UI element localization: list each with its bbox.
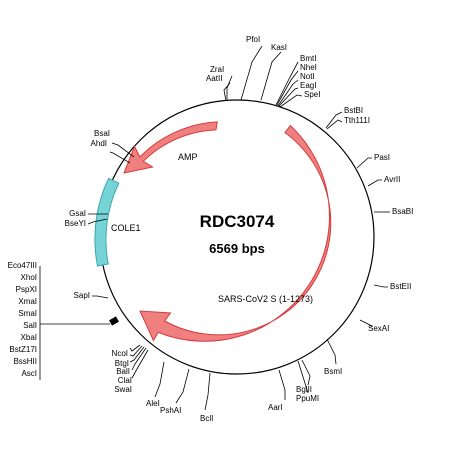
bali-leader (129, 346, 145, 363)
site-bsteii[interactable]: BstEII (390, 282, 411, 291)
ncoi-leader (129, 344, 141, 352)
btgi-leader (129, 345, 143, 357)
avrii-leader (367, 179, 382, 187)
site-bsabi[interactable]: BsaBI (392, 207, 413, 216)
eagi-leader (278, 87, 299, 107)
site-avrii[interactable]: AvrII (384, 175, 400, 184)
site-btgi[interactable]: BtgI (115, 359, 129, 368)
site-noti[interactable]: NotI (300, 72, 315, 81)
clai-leader (131, 347, 147, 371)
site-clai[interactable]: ClaI (118, 376, 132, 385)
plasmid-size: 6569 bps (209, 241, 265, 256)
site-nhei[interactable]: NheI (300, 63, 317, 72)
bglii-leader (301, 359, 311, 386)
cole1-feature[interactable] (94, 177, 120, 267)
pfoi-leader (240, 45, 263, 101)
kasi-leader (260, 51, 282, 101)
aari-leader (278, 369, 286, 400)
bseyi-leader (87, 218, 108, 225)
amp-feature[interactable] (123, 121, 218, 174)
site-bsmi[interactable]: BsmI (324, 367, 342, 376)
pasi-leader (356, 157, 372, 169)
spei-leader (279, 94, 303, 108)
aatii-leader (223, 82, 231, 102)
site-xmai[interactable]: XmaI (18, 297, 37, 306)
site-swai[interactable]: SwaI (114, 385, 132, 394)
site-spei[interactable]: SpeI (304, 90, 320, 99)
site-asci[interactable]: AscI (21, 369, 37, 378)
bmti-leader (275, 61, 299, 106)
sars-label: SARS-CoV2 S (1-1273) (218, 294, 313, 304)
site-bstbi[interactable]: BstBI (344, 106, 363, 115)
site-sexai[interactable]: SexAI (368, 324, 389, 333)
basi-leader (111, 142, 135, 158)
site-smai[interactable]: SmaI (18, 309, 37, 318)
backbone-circle (99, 99, 375, 375)
alei-leader (154, 361, 165, 398)
sapi-leader (92, 295, 109, 299)
site-sapi[interactable]: SapI (74, 291, 90, 300)
site-bstz17i[interactable]: BstZ17I (9, 345, 37, 354)
site-bmti[interactable]: BmtI (300, 54, 316, 63)
sexai-leader (359, 319, 373, 328)
site-sali[interactable]: SalI (23, 321, 37, 330)
site-xhoi[interactable]: XhoI (21, 273, 37, 282)
site-kasi[interactable]: KasI (271, 43, 287, 52)
tth111i-leader (326, 119, 343, 130)
site-zrai[interactable]: ZraI (210, 65, 224, 74)
ahdi-leader (109, 151, 131, 164)
site-tth111i[interactable]: Tth111I (344, 116, 370, 125)
site-bsshii[interactable]: BssHII (13, 357, 37, 366)
site-pfoi[interactable]: PfoI (246, 35, 260, 44)
pshai-leader (175, 368, 190, 404)
site-aari[interactable]: AarI (268, 403, 283, 412)
site-bglii[interactable]: BglII (296, 385, 312, 394)
bsteii-leader (373, 284, 388, 288)
bsmi-leader (326, 338, 337, 365)
amp-label: AMP (178, 152, 198, 162)
cole1-label: COLE1 (111, 223, 141, 233)
site-pshai[interactable]: PshAI (160, 406, 181, 415)
noti-leader (277, 79, 299, 107)
nhei-leader (276, 70, 299, 106)
site-basi[interactable]: BsaI (94, 129, 110, 138)
swai-leader (131, 349, 149, 379)
site-ahdi[interactable]: AhdI (91, 139, 107, 148)
site-ppumi[interactable]: PpuMI (296, 394, 319, 403)
site-aatii[interactable]: AatII (206, 74, 222, 83)
zrai-leader (226, 75, 233, 100)
plasmid-name: RDC3074 (200, 212, 275, 231)
site-bseyi[interactable]: BseYI (65, 219, 86, 228)
site-ncoi[interactable]: NcoI (112, 349, 128, 358)
site-eagi[interactable]: EagI (300, 81, 316, 90)
site-pspxi[interactable]: PspXI (16, 285, 37, 294)
site-alei[interactable]: AleI (146, 399, 160, 408)
bcli-leader (204, 372, 211, 411)
mcs-marker (109, 316, 119, 326)
site-bali[interactable]: BalI (116, 367, 130, 376)
site-eco47iii[interactable]: Eco47III (8, 261, 37, 270)
site-pasi[interactable]: PasI (374, 153, 390, 162)
site-xbai[interactable]: XbaI (21, 333, 37, 342)
sars-feature[interactable] (139, 124, 332, 342)
site-gsai[interactable]: GsaI (69, 209, 86, 218)
site-bcli[interactable]: BclI (200, 414, 213, 423)
ppumi-leader (297, 360, 309, 394)
bstbi-leader (325, 111, 343, 129)
